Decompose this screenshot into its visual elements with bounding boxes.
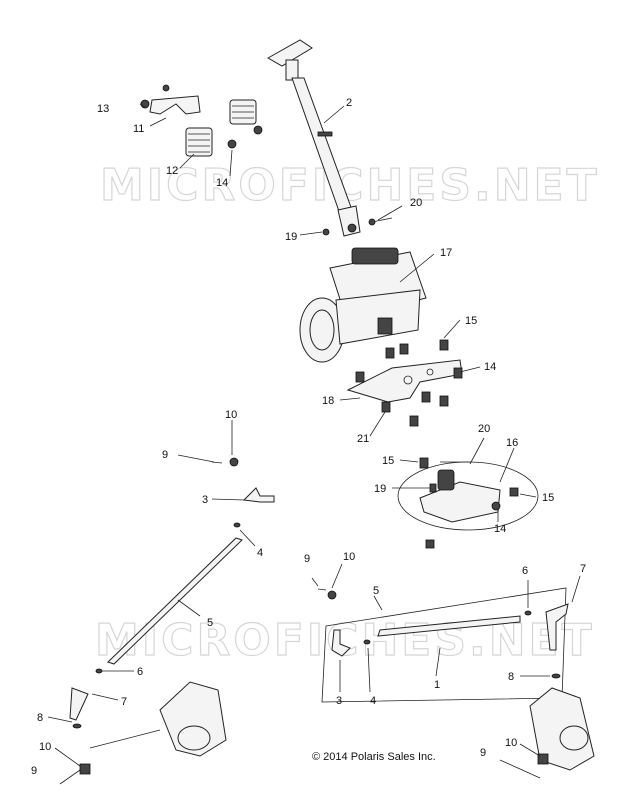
callout-10a: 10 — [225, 409, 237, 421]
steering-column — [266, 39, 361, 237]
callout-20b: 20 — [478, 423, 490, 435]
leader-lines — [47, 103, 581, 767]
callout-8a: 8 — [37, 712, 43, 724]
callout-4b: 4 — [370, 695, 376, 707]
callout-10d: 10 — [505, 737, 517, 749]
lower-bracket-group — [397, 457, 539, 549]
callout-4a: 4 — [257, 547, 263, 559]
callout-19b: 19 — [374, 483, 386, 495]
callout-16: 16 — [506, 437, 518, 449]
bracket-parts — [140, 84, 263, 157]
callout-17: 17 — [440, 247, 452, 259]
callout-9a: 9 — [162, 449, 168, 461]
callout-18: 18 — [322, 395, 334, 407]
callout-2: 2 — [346, 97, 352, 109]
callout-9d: 9 — [480, 747, 486, 759]
callout-5b: 5 — [373, 585, 379, 597]
callout-8b: 8 — [508, 671, 514, 683]
callout-3b: 3 — [336, 695, 342, 707]
callout-9b: 9 — [31, 765, 37, 777]
copyright-notice: © 2014 Polaris Sales Inc. — [312, 751, 436, 763]
mounting-plate — [346, 339, 463, 427]
callout-7b: 7 — [580, 563, 586, 575]
callout-10b: 10 — [39, 741, 51, 753]
callout-15c: 15 — [542, 492, 554, 504]
callout-11: 11 — [133, 123, 144, 135]
callout-15b: 15 — [382, 455, 394, 467]
callout-10c: 10 — [343, 551, 355, 563]
callout-1: 1 — [434, 679, 440, 691]
callout-21: 21 — [357, 433, 369, 445]
right-tie-rod — [317, 587, 595, 779]
washer-19a — [322, 228, 330, 236]
callout-9c: 9 — [304, 553, 310, 565]
callout-12: 12 — [166, 165, 178, 177]
callout-14a: 14 — [216, 177, 228, 189]
callout-15a: 15 — [465, 315, 477, 327]
callout-14b: 14 — [484, 361, 496, 373]
callout-13: 13 — [97, 103, 109, 115]
callout-6a: 6 — [137, 666, 143, 678]
eps-assembly — [299, 247, 427, 363]
callout-14c: 14 — [494, 523, 506, 535]
callout-3a: 3 — [202, 494, 208, 506]
callout-5a: 5 — [207, 617, 213, 629]
callout-20a: 20 — [410, 197, 422, 209]
left-tie-rod — [59, 457, 275, 785]
callout-19a: 19 — [285, 231, 297, 243]
callout-6b: 6 — [522, 565, 528, 577]
callout-labels: 2 13 11 12 14 19 20 17 15 14 18 21 10 9 … — [31, 97, 586, 777]
callout-7a: 7 — [121, 696, 127, 708]
